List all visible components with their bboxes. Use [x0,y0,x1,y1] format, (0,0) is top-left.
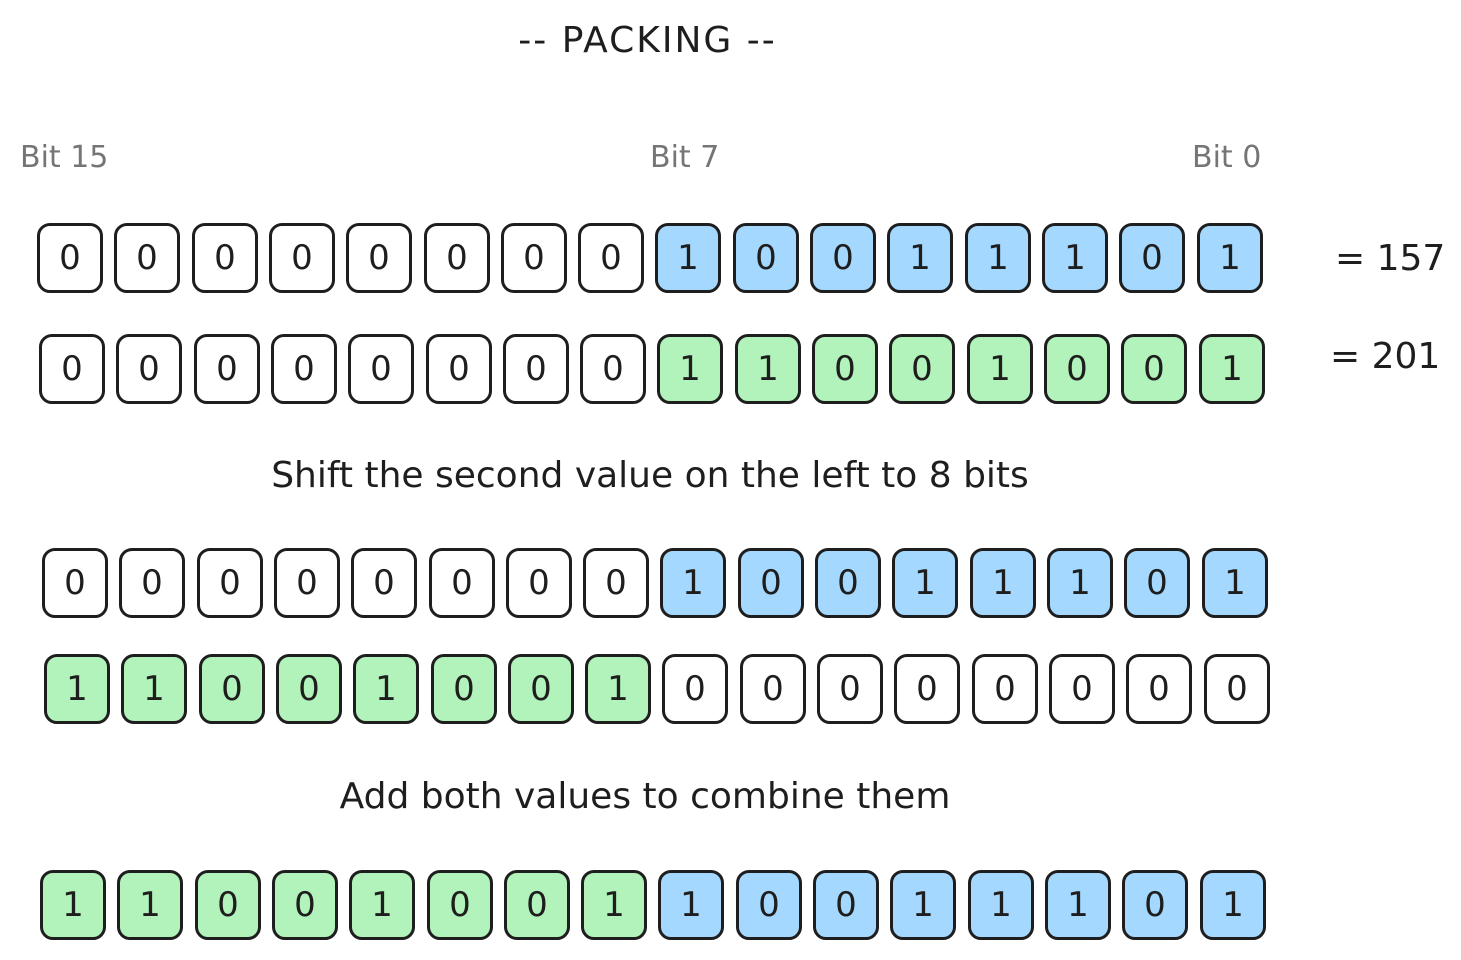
bit-cell-9: 0 [504,870,570,940]
bit-cell-4: 1 [892,548,958,618]
bit-cell-11: 1 [353,654,419,724]
bit-cell-10: 0 [427,870,493,940]
bit-cell-14: 0 [119,548,185,618]
bit-cell-9: 0 [501,223,567,293]
bit-15-label: Bit 15 [20,140,109,175]
bit-cell-2: 1 [1042,223,1108,293]
bit-cell-6: 0 [733,223,799,293]
bit-cell-15: 0 [37,223,103,293]
bit-cell-14: 1 [117,870,183,940]
bit-cell-12: 0 [272,870,338,940]
bit-cell-12: 0 [276,654,342,724]
bit-cell-1: 0 [1122,870,1188,940]
bit-cell-7: 1 [657,334,723,404]
bit-cell-12: 0 [274,548,340,618]
bit-cell-12: 0 [269,223,335,293]
bit-cell-0: 1 [1199,334,1265,404]
bit-cell-1: 0 [1126,654,1192,724]
bit-cell-0: 1 [1200,870,1266,940]
bit-cell-0: 1 [1197,223,1263,293]
bit-cell-3: 1 [965,223,1031,293]
bit-cell-4: 0 [889,334,955,404]
bit-cell-15: 1 [44,654,110,724]
bit-cell-13: 0 [199,654,265,724]
bit-cell-1: 0 [1121,334,1187,404]
bit-cell-13: 0 [194,334,260,404]
bit-cell-3: 1 [968,870,1034,940]
first-value-result: = 157 [1335,238,1446,279]
bit-cell-9: 0 [506,548,572,618]
bit-cell-13: 0 [197,548,263,618]
bit-cell-10: 0 [426,334,492,404]
bit-cell-11: 0 [351,548,417,618]
bit-cell-8: 0 [583,548,649,618]
bit-cell-6: 1 [735,334,801,404]
diagram-title: -- PACKING -- [518,20,777,61]
bit-cell-5: 0 [812,334,878,404]
bit-cell-8: 1 [585,654,651,724]
second-value-result: = 201 [1330,336,1441,377]
shift-caption: Shift the second value on the left to 8 … [271,455,1029,496]
bit-cell-5: 0 [810,223,876,293]
bit-cell-15: 1 [40,870,106,940]
bit-cell-3: 1 [970,548,1036,618]
bit-cell-2: 1 [1045,870,1111,940]
bit-cell-4: 1 [887,223,953,293]
bit-cell-9: 0 [503,334,569,404]
bit-cell-2: 0 [1049,654,1115,724]
bit-cell-6: 0 [740,654,806,724]
bit-cell-12: 0 [271,334,337,404]
bit-cell-5: 0 [813,870,879,940]
bit-cell-1: 0 [1119,223,1185,293]
bit-cell-8: 0 [578,223,644,293]
bit-cell-15: 0 [42,548,108,618]
bit-cell-5: 0 [817,654,883,724]
bit-cell-11: 0 [346,223,412,293]
bit-cell-14: 1 [121,654,187,724]
bit-cell-7: 1 [658,870,724,940]
bit-cell-2: 0 [1044,334,1110,404]
bit-0-label: Bit 0 [1192,140,1262,175]
bit-cell-3: 0 [972,654,1038,724]
bit-cell-1: 0 [1124,548,1190,618]
bit-cell-8: 0 [580,334,646,404]
bit-cell-5: 0 [815,548,881,618]
bit-cell-2: 1 [1047,548,1113,618]
bit-cell-10: 0 [429,548,495,618]
bit-cell-7: 1 [660,548,726,618]
bit-cell-6: 0 [738,548,804,618]
bit-cell-4: 0 [894,654,960,724]
bit-cell-10: 0 [424,223,490,293]
bit-cell-15: 0 [39,334,105,404]
bit-cell-0: 1 [1202,548,1268,618]
bit-cell-7: 0 [662,654,728,724]
bit-cell-8: 1 [581,870,647,940]
bit-cell-3: 1 [967,334,1033,404]
add-caption: Add both values to combine them [339,776,951,817]
bit-cell-7: 1 [655,223,721,293]
bit-cell-0: 0 [1204,654,1270,724]
bit-cell-9: 0 [508,654,574,724]
bit-cell-13: 0 [192,223,258,293]
bit-cell-14: 0 [116,334,182,404]
bit-cell-6: 0 [736,870,802,940]
bit-cell-11: 1 [349,870,415,940]
bit-cell-4: 1 [890,870,956,940]
bit-cell-11: 0 [348,334,414,404]
bit-7-label: Bit 7 [650,140,720,175]
bit-cell-10: 0 [431,654,497,724]
bit-cell-14: 0 [114,223,180,293]
bit-cell-13: 0 [195,870,261,940]
